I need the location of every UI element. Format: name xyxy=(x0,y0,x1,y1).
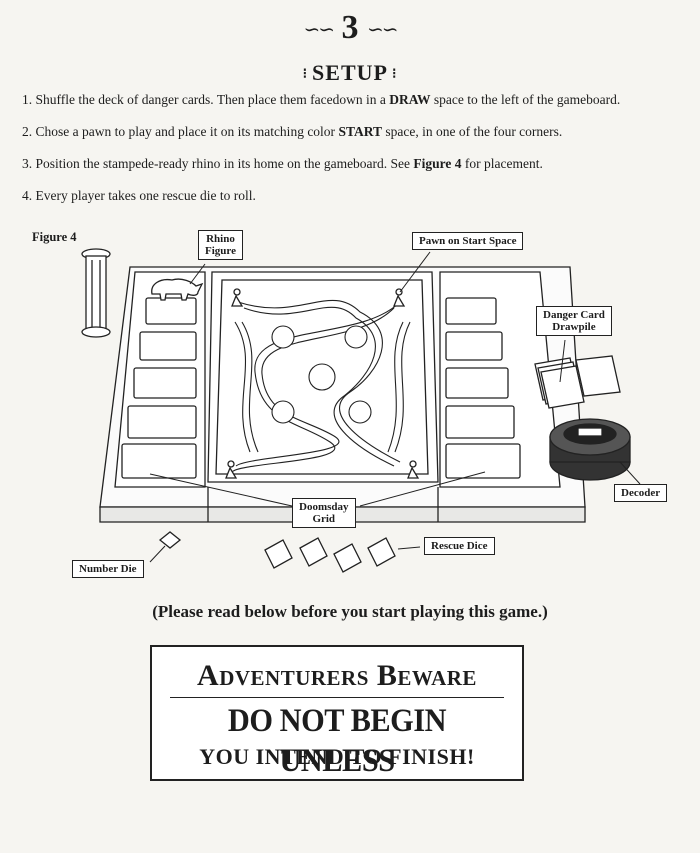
section-title-row: ⁝SETUP⁝ xyxy=(0,60,700,86)
step-4: 4. Every player takes one rescue die to … xyxy=(22,188,256,203)
left-grid-slots xyxy=(121,297,197,479)
callout-lines xyxy=(149,251,641,563)
board-path xyxy=(231,299,411,473)
page-number: 3 xyxy=(341,9,359,46)
danger-card-drawpile-icon xyxy=(534,355,621,409)
number-die-icon xyxy=(158,531,182,549)
timer-tower-icon xyxy=(81,248,111,338)
right-grid-slots xyxy=(445,297,521,479)
pawn-on-start-label: Pawn on Start Space xyxy=(412,232,524,250)
warning-line-3: YOU INTEND TO FINISH! xyxy=(199,744,475,769)
warning-divider xyxy=(170,697,504,698)
game-box-outline xyxy=(99,266,586,523)
read-below-note: (Please read below before you start play… xyxy=(152,602,548,621)
figure-title: Figure 4 xyxy=(32,230,77,244)
warning-box: Adventurers Beware DO NOT BEGIN UNLESS Y… xyxy=(150,645,524,781)
warning-heading: Adventurers Beware xyxy=(197,659,477,692)
board-illustration xyxy=(81,248,641,573)
right-flourish-icon: ∽∽ xyxy=(367,19,398,42)
rescue-dice-label: Rescue Dice xyxy=(424,537,495,555)
number-die-label: Number Die xyxy=(72,560,144,578)
decoder-label: Decoder xyxy=(614,484,668,502)
warning-line-2: DO NOT BEGIN UNLESS xyxy=(227,703,447,779)
rhino-icon xyxy=(151,278,204,301)
step-2: 2. Chose a pawn to play and place it on … xyxy=(22,124,563,139)
page-number-row: ∽∽ 3 ∽∽ xyxy=(0,8,700,50)
decoder-icon xyxy=(549,418,631,481)
left-flourish-icon: ∽∽ xyxy=(303,19,334,42)
step-3: 3. Position the stampede-ready rhino in … xyxy=(22,156,543,171)
rescue-dice-icons xyxy=(264,537,396,573)
ornament-left-icon: ⁝ xyxy=(302,67,309,83)
section-title: SETUP xyxy=(312,60,388,85)
ornament-right-icon: ⁝ xyxy=(391,67,398,83)
step-1: 1. Shuffle the deck of danger cards. The… xyxy=(22,92,621,107)
pawn-icons xyxy=(225,288,420,479)
